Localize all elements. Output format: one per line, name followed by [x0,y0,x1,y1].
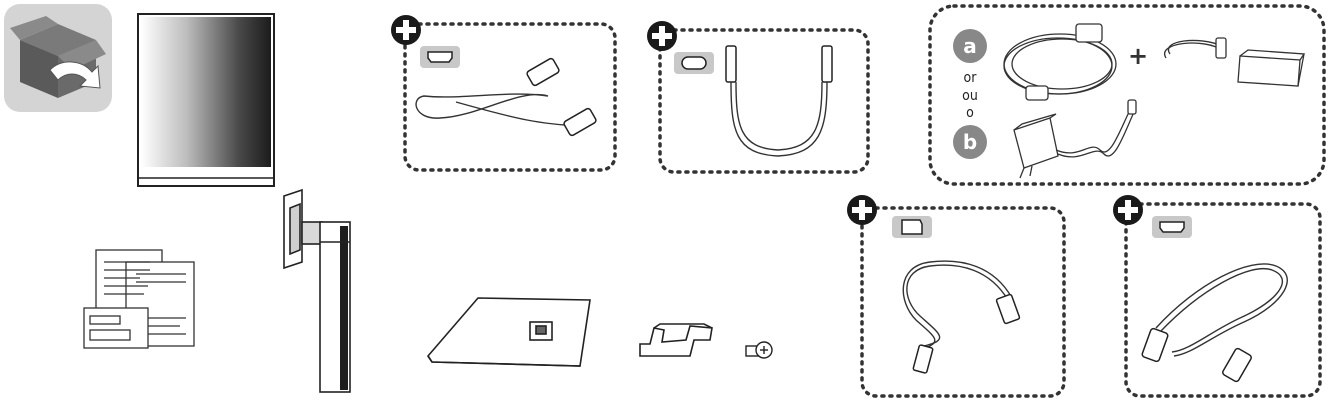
stand-base [426,297,591,367]
monitor-panel [137,13,275,187]
box-unpack-icon [4,4,112,112]
svg-text:o: o [966,105,974,121]
usb-b-cable-box [847,195,1066,398]
svg-text:a: a [963,34,977,58]
usb-c-cable-box [647,21,870,174]
hdmi-cable-box [391,15,617,172]
or-words: or ou o [962,70,978,121]
power-cord [1003,23,1117,101]
usb-c-port-icon [674,52,714,74]
option-b-badge: b [953,125,987,159]
svg-text:b: b [963,130,977,154]
power-adapter [1164,37,1306,87]
hdmi-port-icon [1152,216,1192,238]
hdmi-cable-box-2 [1113,195,1322,398]
plus-sign: + [1128,42,1148,70]
plus-circle-icon [391,15,421,45]
stand-column [283,188,351,393]
documents-manuals [83,249,195,349]
svg-text:or: or [964,70,978,86]
option-a-badge: a [953,29,987,63]
plus-circle-icon [847,195,877,225]
usb-b-port-icon [892,216,932,238]
screw [745,341,773,359]
svg-text:ou: ou [962,88,978,104]
hdmi-port-icon [420,46,460,68]
plus-circle-icon [647,21,677,51]
wall-adapter [1013,99,1137,179]
cable-holder [639,323,713,357]
plus-circle-icon [1113,195,1143,225]
power-options-box: a or ou o b + [928,4,1326,186]
